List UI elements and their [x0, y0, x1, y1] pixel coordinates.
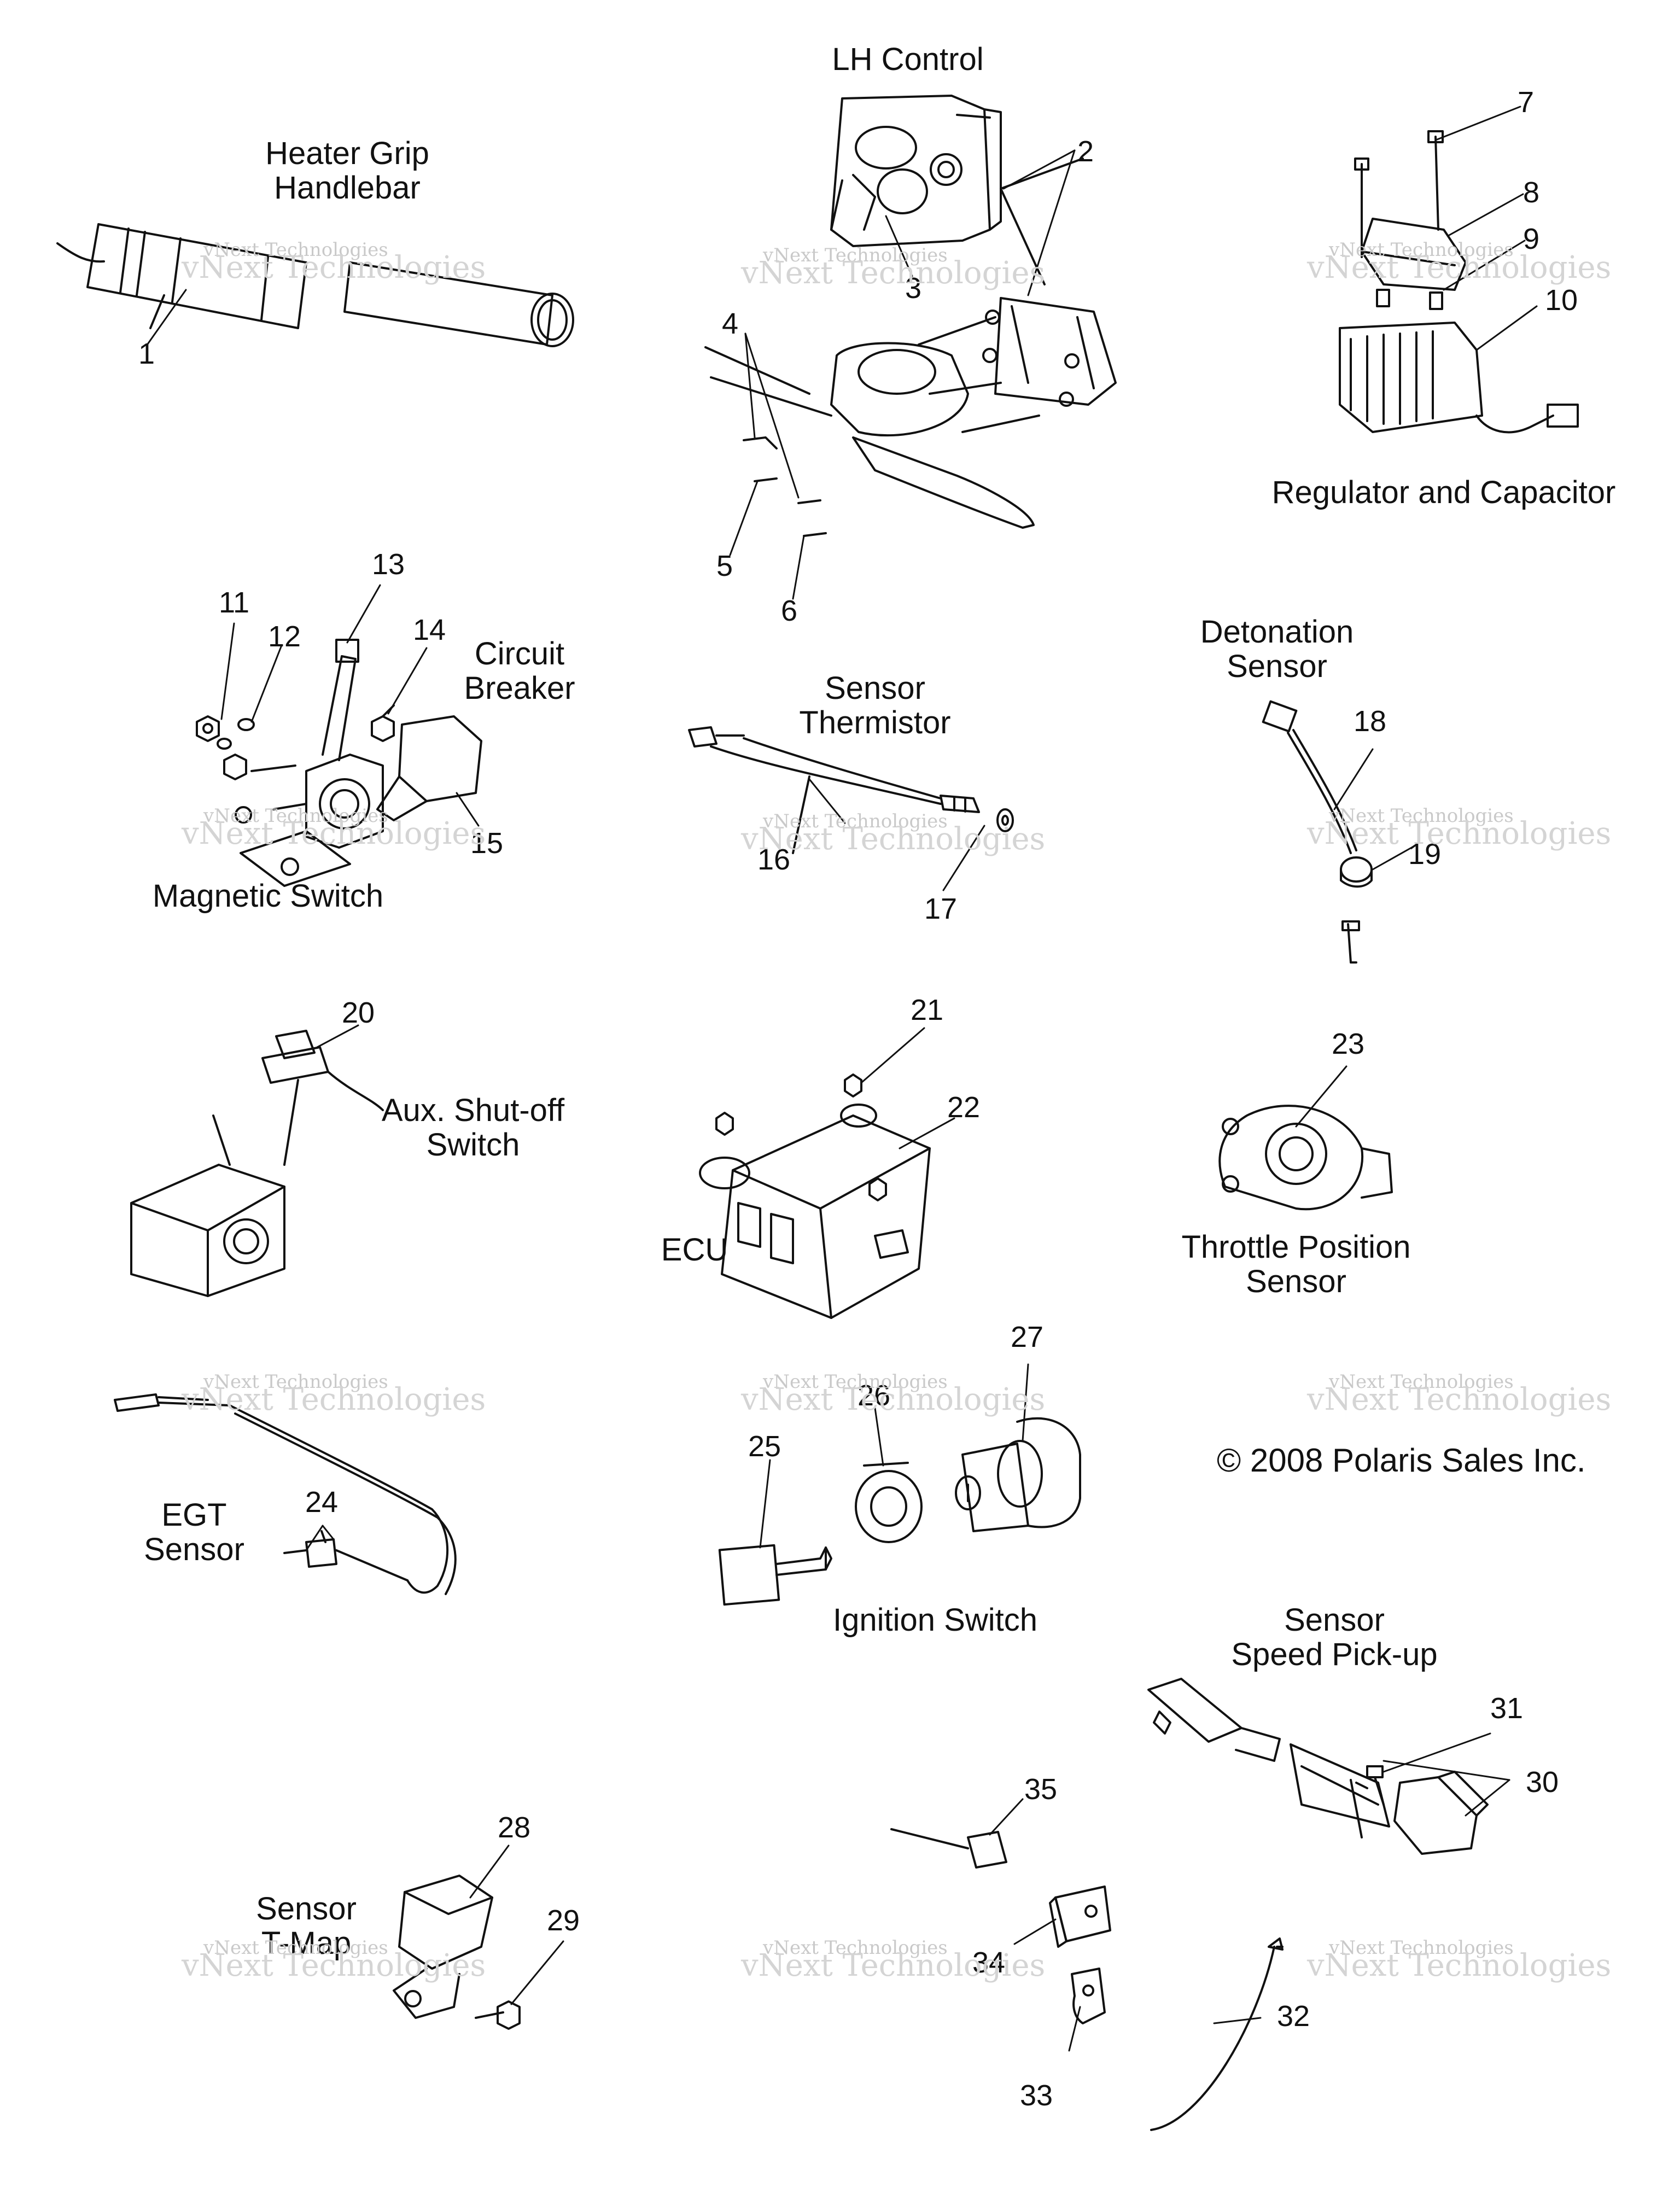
callout-17: 17 [924, 892, 958, 925]
callout-35: 35 [1024, 1773, 1058, 1806]
title-ecu: ECU [661, 1232, 728, 1268]
lh-control-assembly [704, 297, 1117, 537]
callout-33: 33 [1020, 2079, 1053, 2112]
callout-10: 10 [1545, 284, 1578, 317]
ecu-part [699, 1073, 931, 1319]
title-heater-grip: Heater Grip Handlebar [265, 136, 429, 206]
ignition-switch-part [718, 1417, 1081, 1606]
title-aux-shutoff: Aux. Shut-off Switch [381, 1093, 565, 1163]
callout-20: 20 [342, 996, 375, 1029]
callout-8: 8 [1523, 176, 1540, 209]
callout-12: 12 [268, 620, 301, 653]
magnetic-switch-part [196, 639, 482, 887]
egt-sensor-part [114, 1393, 457, 1595]
callout-11: 11 [219, 586, 250, 619]
callout-7: 7 [1518, 86, 1535, 119]
callout-9: 9 [1523, 223, 1540, 255]
heater-grip-part [56, 223, 574, 347]
callout-18: 18 [1354, 705, 1387, 738]
callout-2: 2 [1077, 135, 1094, 168]
title-regulator: Regulator and Capacitor [1271, 475, 1616, 510]
callout-4: 4 [722, 307, 739, 340]
callout-21: 21 [911, 994, 944, 1026]
callout-3: 3 [905, 272, 922, 305]
speed-pickup-sensor-part [1147, 1678, 1489, 2131]
leader-lines [145, 106, 1538, 2052]
callout-22: 22 [947, 1091, 981, 1124]
callout-16: 16 [757, 843, 791, 876]
callout-19: 19 [1408, 838, 1442, 871]
callout-25: 25 [748, 1430, 781, 1463]
callout-27: 27 [1011, 1321, 1044, 1353]
aux-shutoff-switch-part [130, 1030, 384, 1297]
title-circuit-breaker: Circuit Breaker [464, 636, 575, 706]
title-magnetic-switch: Magnetic Switch [152, 878, 384, 914]
regulator-part [1339, 130, 1579, 434]
callout-6: 6 [781, 594, 798, 627]
title-sensor-thermistor: Sensor Thermistor [799, 670, 951, 740]
callout-13: 13 [372, 548, 405, 581]
callout-5: 5 [716, 550, 733, 582]
callout-26: 26 [858, 1379, 891, 1412]
callout-1: 1 [138, 337, 155, 370]
callout-28: 28 [498, 1811, 531, 1844]
callout-30: 30 [1526, 1766, 1559, 1799]
callout-34: 34 [972, 1946, 1006, 1979]
title-ignition-switch: Ignition Switch [833, 1602, 1037, 1638]
detonation-sensor-part [1262, 700, 1373, 964]
tmap-sensor-part [393, 1875, 521, 2030]
thermistor-part [688, 726, 1014, 854]
throttle-position-sensor-part [1218, 1105, 1393, 1211]
callout-29: 29 [547, 1904, 580, 1937]
callout-14: 14 [413, 614, 446, 646]
callout-15: 15 [470, 827, 504, 860]
callout-24: 24 [305, 1486, 339, 1519]
callout-32: 32 [1277, 2000, 1310, 2033]
callout-31: 31 [1490, 1692, 1524, 1725]
title-throttle-position: Throttle Position Sensor [1181, 1229, 1411, 1299]
clips-part [890, 1828, 1111, 2024]
title-lh-control: LH Control [832, 42, 984, 77]
callout-23: 23 [1332, 1028, 1365, 1060]
title-egt-sensor: EGT Sensor [144, 1497, 244, 1567]
title-tmap-sensor: Sensor T-Map [256, 1891, 357, 1961]
title-speed-pickup: Sensor Speed Pick-up [1231, 1602, 1438, 1672]
copyright-notice: © 2008 Polaris Sales Inc. [1217, 1442, 1586, 1479]
title-detonation-sensor: Detonation Sensor [1200, 614, 1354, 684]
